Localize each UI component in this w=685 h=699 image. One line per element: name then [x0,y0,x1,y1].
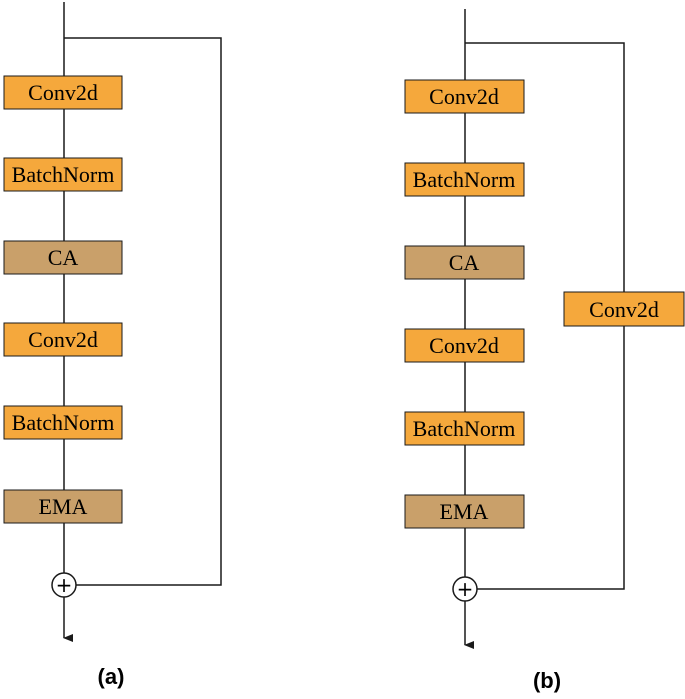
panel-a-block-rect [3,405,123,440]
panel-b-block-batchnorm-2: BatchNorm [404,411,525,446]
panel-a-label: (a) [98,664,125,689]
panel-a-block-label: EMA [39,494,88,519]
panel-b-shortcut-conv2d: Conv2d [563,291,685,327]
panel-a-block-ema: EMA [3,489,123,524]
panel-b-sum-node: + [452,576,478,602]
panel-a-block-label: Conv2d [28,327,98,352]
panel-a-block-label: BatchNorm [12,410,115,435]
panel-b-block-rect [404,162,525,197]
panel-b-sum-circle [452,576,478,602]
panel-a-block-label: BatchNorm [12,162,115,187]
panel-b-block-label: Conv2d [429,84,499,109]
panel-b-block-ema: EMA [404,494,525,529]
panel-b-shortcut-label: Conv2d [589,297,659,322]
panel-a-block-rect [3,240,123,275]
panel-b-block-conv2d-2: Conv2d [404,328,525,363]
panel-b-block-label: BatchNorm [413,416,516,441]
panel-a-block-label: CA [48,245,79,270]
panel-b-sum-symbol: + [457,577,474,601]
panel-a-skip-connection [64,37,222,586]
panel-a-block-batchnorm-2: BatchNorm [3,405,123,440]
panel-b-block-conv2d-1: Conv2d [404,79,525,114]
panel-b-shortcut-rect [563,291,685,327]
panel-b-block-label: CA [449,250,480,275]
panel-a-sum-circle [51,572,77,598]
panel-a-block-ca: CA [3,240,123,275]
panel-a-block-rect [3,75,123,110]
panel-b-skip-bottom [477,326,625,590]
panel-a-sum-node: + [51,572,77,598]
panel-b: Conv2d BatchNorm CA Conv2d BatchNorm EMA… [404,9,685,693]
panel-a-sum-symbol: + [56,573,73,597]
panel-a-block-label: Conv2d [28,80,98,105]
panel-b-block-rect [404,245,525,280]
panel-b-block-rect [404,79,525,114]
panel-b-skip-top [465,42,625,292]
panel-b-block-label: EMA [440,499,489,524]
panel-a-block-conv2d-2: Conv2d [3,322,123,357]
panel-a-block-conv2d-1: Conv2d [3,75,123,110]
panel-a-block-rect [3,489,123,524]
panel-b-block-ca: CA [404,245,525,280]
panel-b-block-batchnorm-1: BatchNorm [404,162,525,197]
panel-b-block-label: Conv2d [429,333,499,358]
panel-b-block-rect [404,494,525,529]
panel-a: Conv2d BatchNorm CA Conv2d BatchNorm EMA… [3,2,222,689]
panel-b-block-rect [404,328,525,363]
panel-a-block-rect [3,157,123,192]
panel-a-block-batchnorm-1: BatchNorm [3,157,123,192]
panel-b-block-rect [404,411,525,446]
panel-b-block-label: BatchNorm [413,167,516,192]
panel-a-block-rect [3,322,123,357]
panel-b-label: (b) [533,668,561,693]
